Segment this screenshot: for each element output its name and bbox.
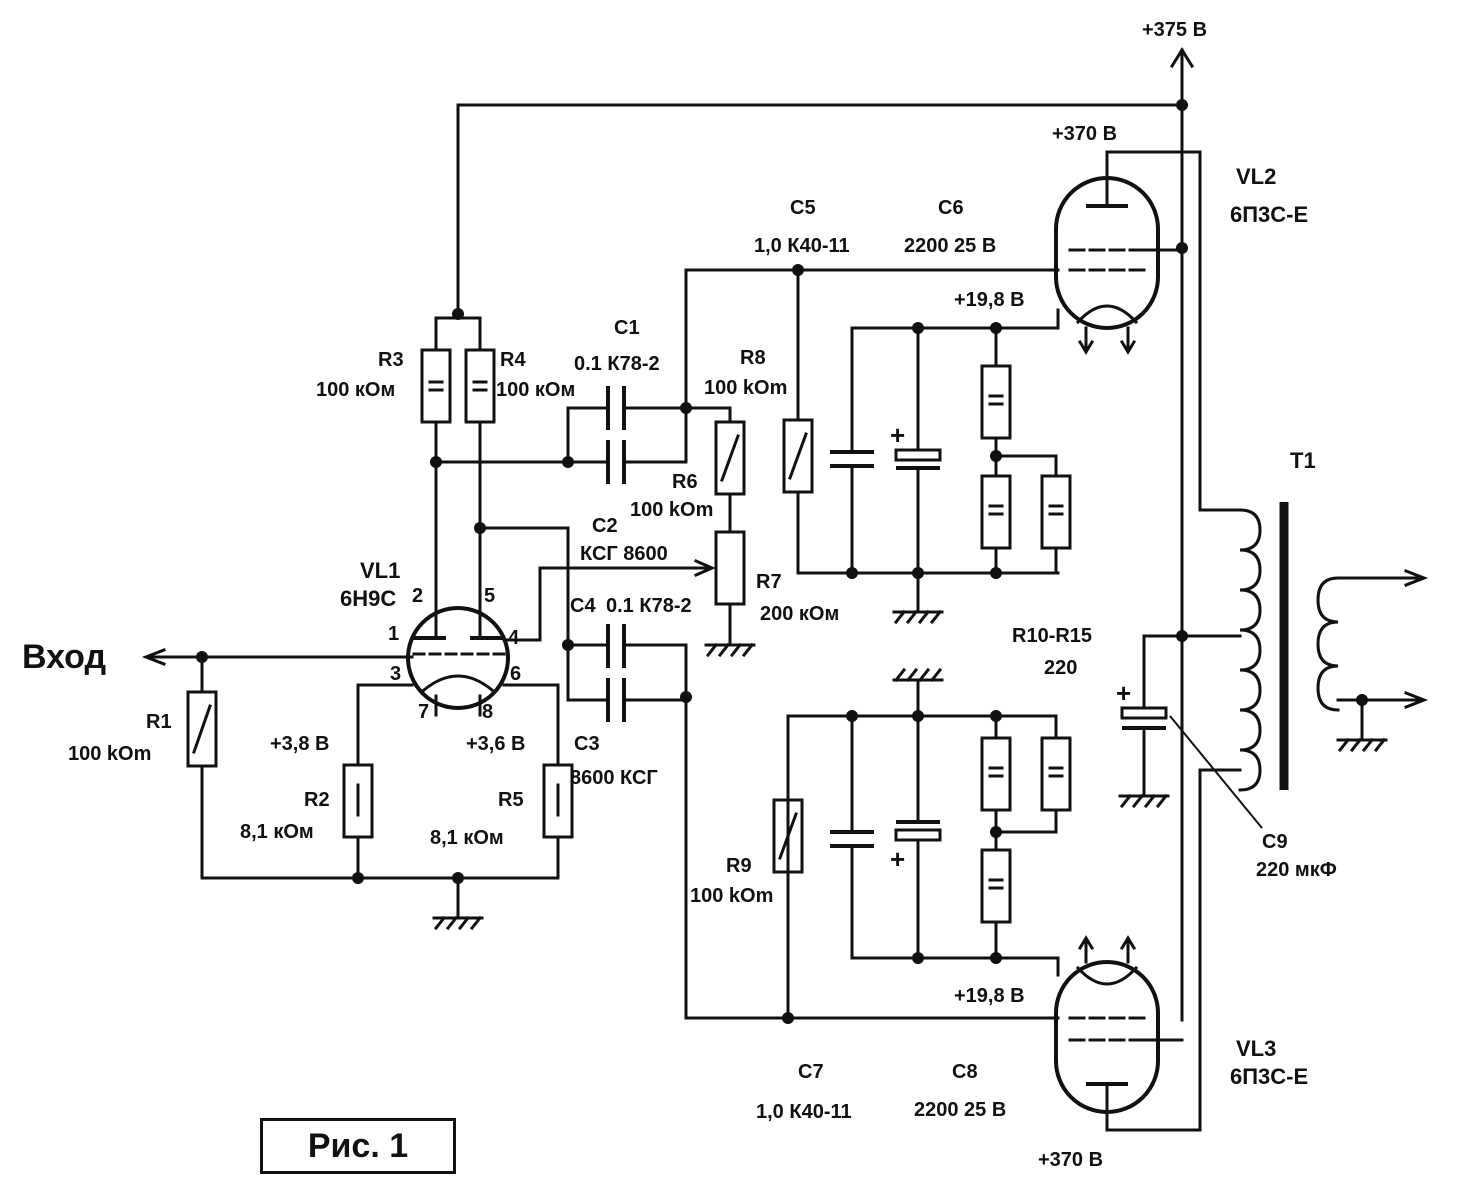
t1-ref: T1 bbox=[1290, 448, 1316, 473]
r10-15-value: 220 bbox=[1044, 657, 1077, 679]
supply-rail bbox=[452, 47, 1195, 1022]
vl3-cathode-v: +19,8 В bbox=[954, 985, 1025, 1007]
vl1-pin-1: 1 bbox=[388, 623, 399, 645]
input-section bbox=[141, 648, 574, 931]
vl1-pin-8: 8 bbox=[482, 701, 493, 723]
r3-ref: R3 bbox=[378, 349, 404, 371]
r9-value: 100 kOm bbox=[690, 885, 773, 907]
c5-value: 1,0 К40-11 bbox=[754, 235, 850, 257]
r7-value: 200 кОм bbox=[760, 603, 839, 625]
r6-value: 100 kOm bbox=[630, 499, 713, 521]
tube-vl2 bbox=[1054, 150, 1202, 355]
c2-ref: C2 bbox=[592, 515, 618, 537]
c8-ref: C8 bbox=[952, 1061, 978, 1083]
vl1-pin-7: 7 bbox=[418, 701, 429, 723]
r4-value: 100 кОм bbox=[496, 379, 575, 401]
vl2-type: 6П3С-Е bbox=[1230, 202, 1308, 227]
r1-ref: R1 bbox=[146, 711, 172, 733]
r9-ref: R9 bbox=[726, 855, 752, 877]
c3-ref: C3 bbox=[574, 733, 600, 755]
vl1-pin-5: 5 bbox=[484, 585, 495, 607]
vl1-pin-3: 3 bbox=[390, 663, 401, 685]
c7-ref: C7 bbox=[798, 1061, 824, 1083]
r10-15-ref: R10-R15 bbox=[1012, 625, 1092, 647]
vl3-type: 6П3С-Е bbox=[1230, 1064, 1308, 1089]
voltage-cath-right: +3,6 В bbox=[466, 733, 525, 755]
r7-ref: R7 bbox=[756, 571, 782, 593]
c1-ref: C1 bbox=[614, 317, 640, 339]
voltage-cath-left: +3,8 В bbox=[270, 733, 329, 755]
upper-bias: + bbox=[782, 268, 1072, 625]
plate-resistors bbox=[420, 316, 496, 614]
r3-value: 100 кОм bbox=[316, 379, 395, 401]
r2-value: 8,1 кОм bbox=[240, 821, 314, 843]
c9-value: 220 мкФ bbox=[1256, 859, 1337, 881]
r2-ref: R2 bbox=[304, 789, 330, 811]
r5-ref: R5 bbox=[498, 789, 524, 811]
c6-value: 2200 25 В bbox=[904, 235, 996, 257]
c6-ref: C6 bbox=[938, 197, 964, 219]
c2-value: КСГ 8600 bbox=[580, 543, 668, 565]
r4-ref: R4 bbox=[500, 349, 526, 371]
vl1-pin-4: 4 bbox=[508, 627, 520, 649]
r8-ref: R8 bbox=[740, 347, 766, 369]
vl1-type: 6Н9С bbox=[340, 586, 396, 611]
c1-value: 0.1 К78-2 bbox=[574, 353, 660, 375]
lower-bias: + bbox=[772, 667, 1072, 1020]
figure-caption: Рис. 1 bbox=[260, 1118, 456, 1174]
c9-ref: C9 bbox=[1262, 831, 1288, 853]
r8-value: 100 kOm bbox=[704, 377, 787, 399]
r5-value: 8,1 кОм bbox=[430, 827, 504, 849]
vl2-anode-v: +370 В bbox=[1052, 123, 1117, 145]
c4-ref: C4 bbox=[570, 595, 596, 617]
vl3-ref: VL3 bbox=[1236, 1036, 1276, 1061]
tube-vl3 bbox=[1054, 935, 1202, 1132]
input-label: Вход bbox=[22, 638, 106, 676]
vl2-ref: VL2 bbox=[1236, 164, 1276, 189]
svg-text:+: + bbox=[890, 844, 905, 874]
svg-text:+: + bbox=[890, 420, 905, 450]
supply-label: +375 В bbox=[1142, 19, 1207, 41]
vl1-pin-2: 2 bbox=[412, 585, 423, 607]
c5-ref: C5 bbox=[790, 197, 816, 219]
c3-value: 8600 КСГ bbox=[570, 767, 658, 789]
r6-ref: R6 bbox=[672, 471, 698, 493]
vl3-anode-v: +370 В bbox=[1038, 1149, 1103, 1171]
coupling-caps bbox=[434, 264, 1060, 1024]
tube-vl1 bbox=[406, 606, 510, 717]
r1-value: 100 kOm bbox=[68, 743, 151, 765]
svg-text:+: + bbox=[1116, 678, 1131, 708]
vl2-cathode-v: +19,8 В bbox=[954, 289, 1025, 311]
vl1-ref: VL1 bbox=[360, 558, 400, 583]
c4-value: 0.1 К78-2 bbox=[606, 595, 692, 617]
transformer-t1: + bbox=[1116, 150, 1429, 1132]
c8-value: 2200 25 В bbox=[914, 1099, 1006, 1121]
c7-value: 1,0 К40-11 bbox=[756, 1101, 852, 1123]
vl1-pin-6: 6 bbox=[510, 663, 521, 685]
